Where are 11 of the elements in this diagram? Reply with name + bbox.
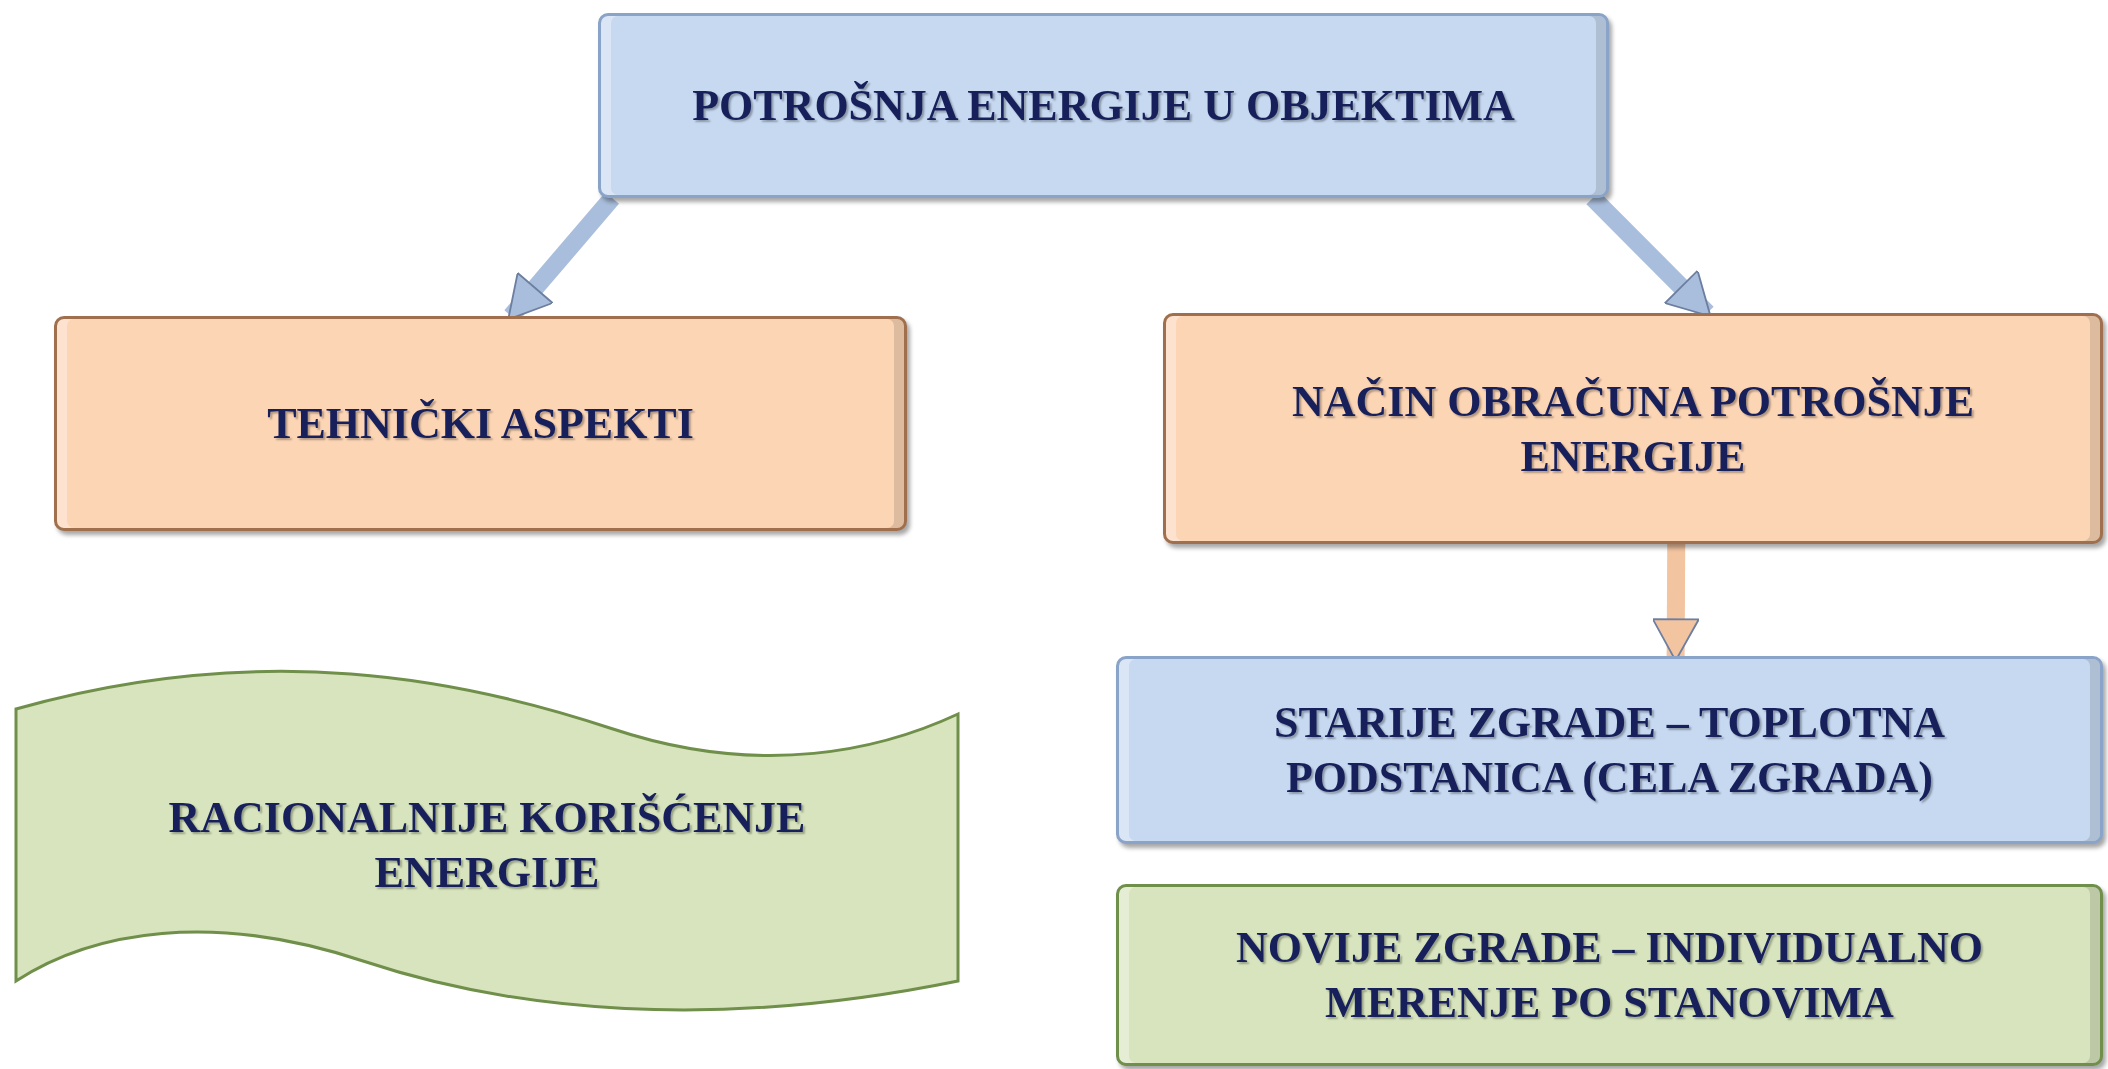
box-label: TEHNIČKI ASPEKTI: [266, 398, 695, 450]
process-box: [598, 13, 1609, 198]
box-label: NAČIN OBRAČUNA POTROŠNJE ENERGIJE: [1290, 375, 1976, 483]
process-box: [1163, 313, 2103, 544]
box-label: POTROŠNJA ENERGIJE U OBJEKTIMA: [691, 80, 1516, 132]
process-box: [1116, 656, 2103, 844]
box-label: NOVIJE ZGRADE – INDIVIDUALNO MERENJE PO STANOVIMA: [1235, 922, 1984, 1029]
box-label: RACIONALNIJE KORIŠĆENJE ENERGIJE: [167, 792, 807, 899]
box-label: STARIJE ZGRADE – TOPLOTNA PODSTANICA (CELA ZGRADA): [1272, 697, 1947, 804]
process-box: [1116, 884, 2103, 1066]
process-box: [54, 316, 907, 531]
